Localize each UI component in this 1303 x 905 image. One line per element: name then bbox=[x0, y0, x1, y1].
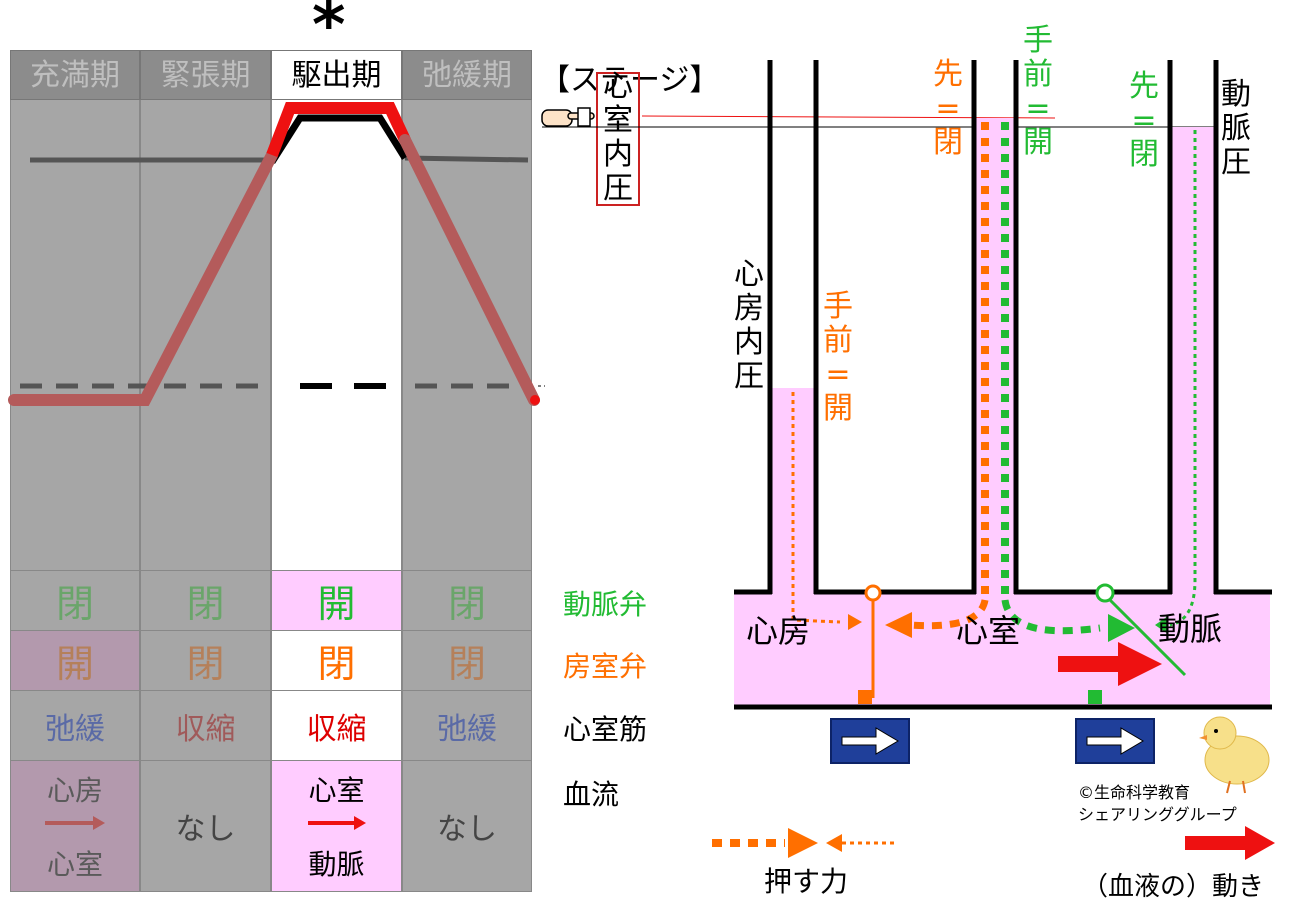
phase-col-3 bbox=[271, 50, 402, 892]
flow-from: 心房 bbox=[46, 774, 103, 807]
flow-cell-3: 心室 動脈 bbox=[272, 761, 401, 891]
flow-arrow-icon bbox=[45, 821, 95, 825]
orange-arrowhead-left bbox=[885, 612, 912, 638]
row-label-flow: 血流 bbox=[563, 778, 620, 811]
phase-header-4: 弛緩期 bbox=[402, 50, 532, 100]
flow-to: 動脈 bbox=[308, 848, 365, 881]
asterisk-marker: * bbox=[312, 0, 346, 63]
green-arrowhead-right bbox=[1108, 614, 1135, 642]
muscle-cell-2: 収縮 bbox=[175, 711, 236, 747]
ventricular-pressure-ejection bbox=[266, 102, 411, 158]
av-valve-back-note: 先 = 閉 bbox=[933, 57, 963, 160]
flow-cell-2: なし bbox=[175, 812, 236, 847]
pointing-hand-icon bbox=[541, 107, 595, 127]
row-divider bbox=[10, 630, 532, 631]
phase-header-2: 緊張期 bbox=[140, 50, 271, 100]
av-valve-hinge bbox=[864, 584, 882, 602]
current-point-marker bbox=[530, 395, 540, 405]
muscle-cell-4: 弛緩 bbox=[437, 711, 497, 747]
flow-cell-4: なし bbox=[437, 812, 497, 847]
flow-dotted-orange-chamber bbox=[909, 599, 989, 630]
row-label-av-valve: 房室弁 bbox=[563, 650, 648, 683]
row-divider bbox=[10, 760, 532, 761]
av-valve-cell-1: 開 bbox=[11, 631, 139, 690]
muscle-cell-3: 収縮 bbox=[306, 711, 367, 747]
one-way-sign-icon bbox=[1075, 718, 1155, 764]
flow-dotted-green-chamber bbox=[1001, 599, 1101, 635]
aortic-valve-cell-2: 閉 bbox=[186, 582, 225, 626]
chamber-label-artery: 動脈 bbox=[1158, 610, 1223, 648]
orange-arrowhead-right-small bbox=[848, 614, 862, 630]
flow-arrow-head-icon bbox=[354, 816, 366, 830]
artery-fluid bbox=[1170, 127, 1214, 594]
aortic-valve-hinge bbox=[1095, 583, 1115, 603]
stage-bracket-label: 【ステージ】 bbox=[540, 63, 720, 98]
chick-mascot-icon bbox=[1199, 716, 1270, 794]
ventricular-pressure-guide bbox=[641, 115, 1056, 119]
aortic-valve-cell-3: 開 bbox=[272, 571, 401, 630]
flow-from: 心室 bbox=[308, 774, 365, 807]
aortic-valve-stop bbox=[1088, 690, 1102, 704]
av-valve-cell-4: 閉 bbox=[447, 642, 486, 686]
ventricular-pressure-label: 心室内圧 bbox=[603, 69, 633, 206]
phase-header-3: 駆出期 bbox=[271, 50, 402, 100]
av-valve-cell-3: 閉 bbox=[317, 642, 356, 686]
chamber-label-atrium: 心房 bbox=[746, 612, 811, 650]
av-valve-cell-2: 閉 bbox=[186, 642, 225, 686]
flow-dotted-atrium bbox=[791, 392, 841, 624]
chamber-fluid bbox=[734, 594, 1270, 706]
ventricle-fluid bbox=[974, 118, 1016, 594]
aortic-valve-cell-1: 閉 bbox=[55, 582, 94, 626]
flow-dotted-green-artery bbox=[1169, 130, 1197, 627]
ventricular-pressure-box bbox=[596, 72, 640, 206]
green-arrowhead-left-small bbox=[1155, 616, 1168, 634]
legend-motion-arrow bbox=[1185, 826, 1275, 860]
ventricular-pressure-fall bbox=[399, 134, 540, 406]
chamber-label-ventricle: 心室 bbox=[956, 612, 1021, 650]
one-way-sign-icon bbox=[830, 718, 910, 764]
phase-col-1 bbox=[10, 50, 140, 892]
arterial-pressure-ejection bbox=[269, 114, 408, 164]
legend-push-arrowhead bbox=[788, 828, 818, 858]
blood-motion-arrow bbox=[1058, 642, 1162, 686]
muscle-cell-1: 弛緩 bbox=[45, 711, 105, 747]
arterial-pressure-line-right bbox=[404, 155, 529, 163]
pressure-graph bbox=[8, 102, 545, 406]
flow-to: 心室 bbox=[46, 848, 103, 881]
legend-push-arrowhead-small bbox=[826, 834, 842, 852]
phase-header-1: 充満期 bbox=[10, 50, 140, 100]
flow-arrow-head-icon bbox=[93, 816, 105, 830]
ventricular-pressure-curve bbox=[8, 149, 278, 406]
row-divider bbox=[10, 570, 532, 571]
av-valve-stop bbox=[858, 690, 872, 704]
av-valve-front-note: 手前 = 開 bbox=[823, 289, 853, 426]
aortic-valve-front-note: 手前 = 開 bbox=[1023, 23, 1053, 160]
flow-cell-1: 心房 心室 bbox=[11, 761, 139, 891]
legend-motion-label: （血液の）動き bbox=[1082, 872, 1265, 902]
flow-arrow-icon bbox=[308, 821, 356, 825]
aortic-valve-leaflet bbox=[1108, 598, 1187, 677]
row-label-muscle: 心室筋 bbox=[563, 713, 648, 746]
arterial-pressure-label: 動脈圧 bbox=[1221, 77, 1251, 180]
aortic-valve-cell-4: 閉 bbox=[447, 582, 486, 626]
atrial-pressure-label: 心房内圧 bbox=[734, 257, 764, 394]
legend-push-label: 押す力 bbox=[764, 865, 849, 898]
aortic-valve-back-note: 先 = 閉 bbox=[1129, 69, 1159, 172]
row-divider bbox=[10, 690, 532, 691]
row-label-aortic-valve: 動脈弁 bbox=[563, 588, 648, 621]
copyright-text: ©生命科学教育 シェアリンググループ bbox=[1078, 783, 1237, 824]
